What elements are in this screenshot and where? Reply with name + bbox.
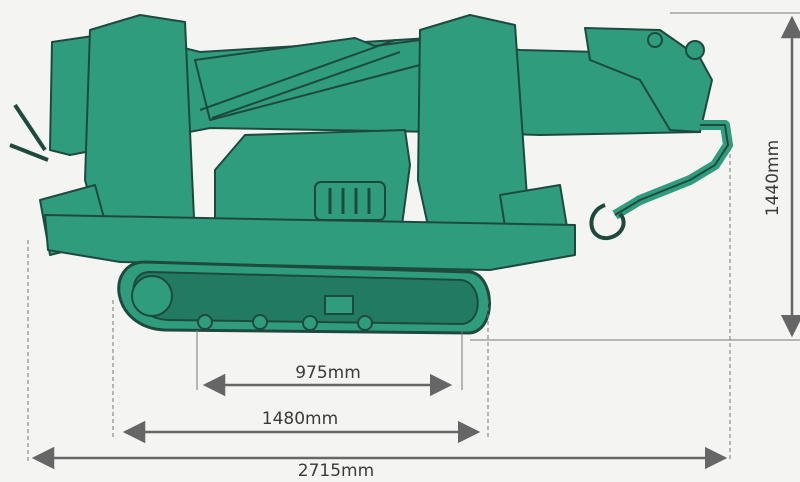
control-lever <box>13 103 47 152</box>
sheave <box>647 32 663 48</box>
boom-line <box>211 51 401 119</box>
control-lever <box>9 143 49 162</box>
road-wheel <box>302 315 318 331</box>
inner-track-dimension-label: 975mm <box>295 363 361 383</box>
dimension-arrows <box>31 15 800 470</box>
crawler-crane-illustration <box>9 14 733 335</box>
road-wheel <box>252 314 268 330</box>
jib-head <box>584 27 713 133</box>
boom-line <box>199 39 396 111</box>
drive-sprocket <box>131 275 173 317</box>
road-wheel <box>357 315 373 331</box>
height-dimension-label: 1440mm <box>763 140 783 216</box>
engine-grille <box>314 181 386 221</box>
track-length-dimension-label: 1480mm <box>262 409 338 429</box>
overall-length-dimension-label: 2715mm <box>298 461 374 481</box>
track-plate <box>324 295 354 315</box>
hook <box>589 203 626 241</box>
road-wheel <box>197 314 213 330</box>
chassis <box>44 214 576 271</box>
hook-chain <box>612 120 733 220</box>
sheave <box>685 40 705 60</box>
extension-lines <box>27 12 800 462</box>
